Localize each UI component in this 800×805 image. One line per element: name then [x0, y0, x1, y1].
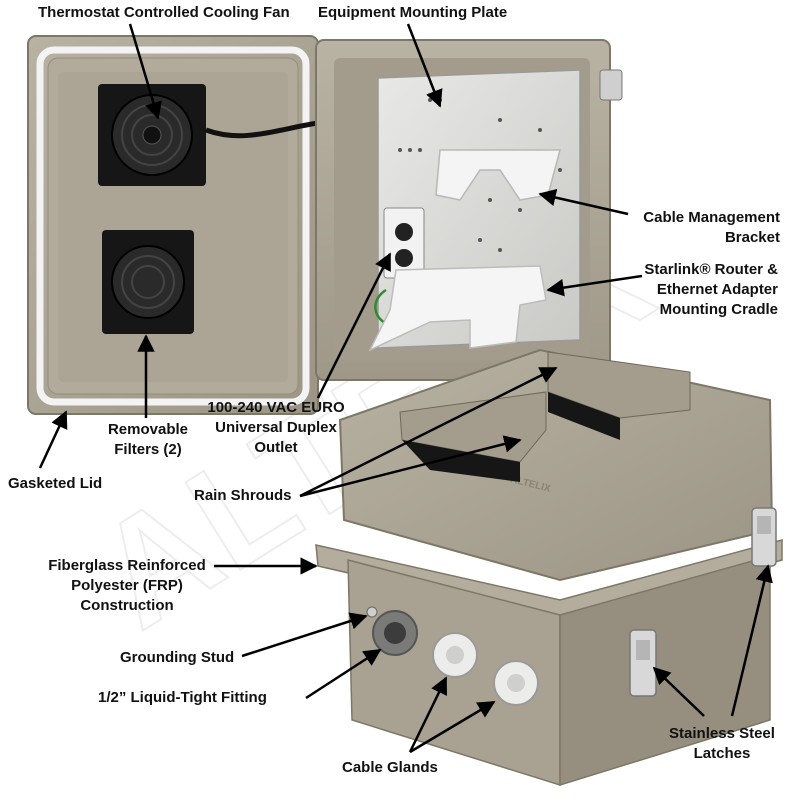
cable-glands-label: Cable Glands — [342, 759, 438, 776]
filters-label: Removable Filters (2) — [107, 421, 189, 458]
cradle-arrow — [546, 274, 643, 297]
outlet-label: 100-240 VAC EURO Universal Duplex Outlet — [207, 399, 345, 456]
outlet-arrow — [316, 252, 392, 399]
fan-arrow — [128, 23, 162, 120]
callout-arrows — [38, 23, 773, 754]
lid-arrow — [38, 410, 68, 469]
cable-bracket-label: Cable Management Bracket — [643, 209, 780, 246]
rain-shrouds-label: Rain Shrouds — [194, 487, 292, 504]
stainless-latch-1 — [629, 629, 657, 697]
gland-arrow-1 — [408, 676, 448, 753]
grounding-stud-label: Grounding Stud — [120, 649, 235, 666]
frp-label: Fiberglass Reinforced Polyester (FRP) Co… — [48, 557, 206, 614]
liquid-tight-label: 1/2” Liquid-Tight Fitting — [98, 689, 267, 706]
latch-arrow-2 — [730, 564, 773, 717]
plate-arrow — [406, 23, 443, 108]
ground-arrow — [241, 612, 368, 658]
fitting-arrow — [305, 648, 382, 700]
enclosure-closed: ALTELIX — [315, 348, 783, 787]
plate-label: Equipment Mounting Plate — [318, 4, 508, 21]
cable-management-bracket — [435, 149, 561, 201]
latch-arrow-1 — [652, 666, 705, 717]
starlink-label: Starlink® Router & Ethernet Adapter Moun… — [644, 261, 778, 318]
shroud-arrow-2 — [299, 435, 522, 498]
bracket-arrow — [538, 188, 629, 216]
shroud-arrow-1 — [299, 366, 558, 498]
liquid-tight-fitting — [372, 610, 418, 656]
removable-filter — [102, 230, 194, 334]
latches-label: Stainless Steel Latches — [669, 725, 775, 762]
duplex-outlet — [383, 207, 425, 279]
stainless-latch-2 — [751, 507, 777, 567]
cable-gland-1 — [432, 632, 478, 678]
gland-arrow-2 — [409, 700, 496, 754]
cable-gland-2 — [493, 660, 539, 706]
grounding-stud — [366, 606, 378, 618]
gasketed-lid-label: Gasketed Lid — [8, 475, 103, 492]
fan-label: Thermostat Controlled Cooling Fan — [38, 4, 290, 21]
starlink-mounting-cradle — [368, 265, 547, 352]
